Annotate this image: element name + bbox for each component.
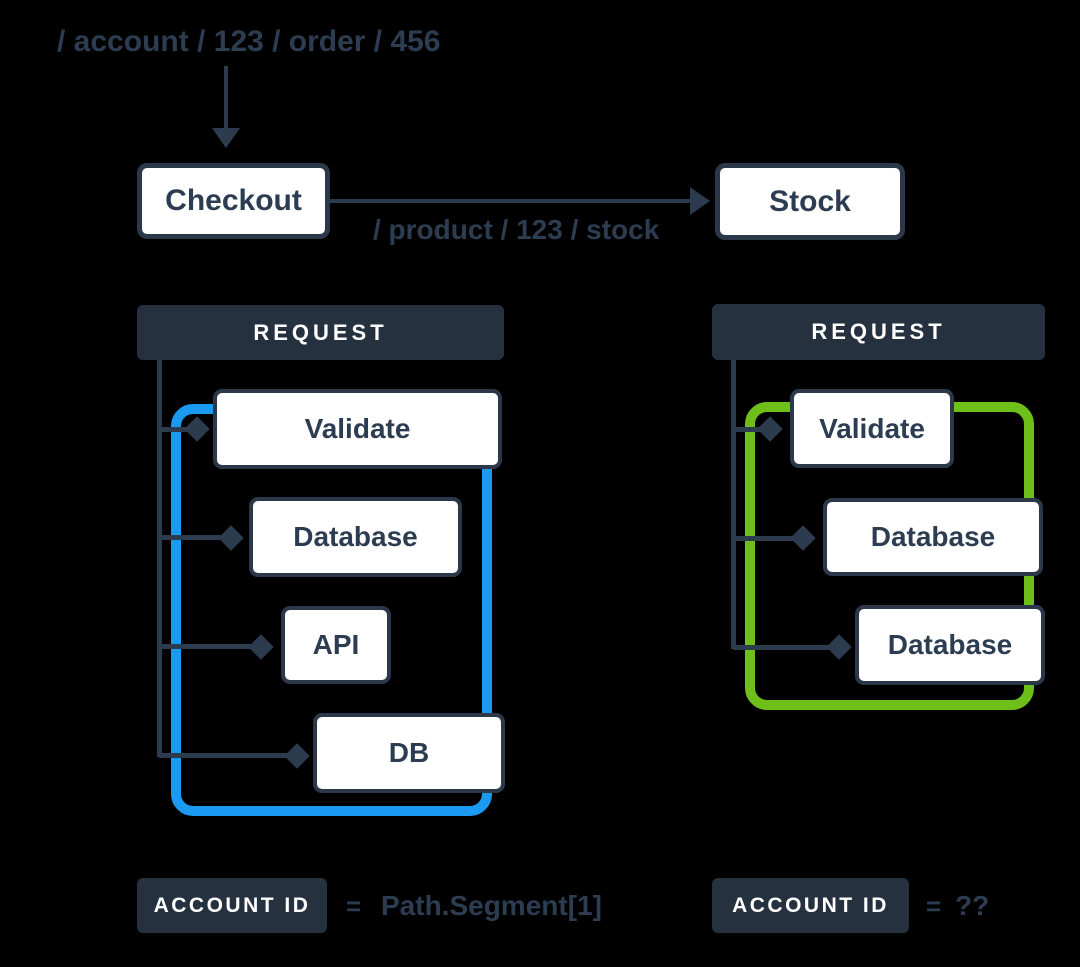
right-account-id-value: ??: [955, 890, 990, 921]
left-account-id-badge: ACCOUNT ID: [137, 878, 327, 933]
stock-service-label: Stock: [769, 184, 851, 218]
right-account-id-badge: ACCOUNT ID: [712, 878, 909, 933]
right-span-validate: Validate: [790, 389, 954, 468]
left-trace-branch-line: [159, 644, 263, 649]
right-trace-branch-line: [733, 427, 772, 432]
checkout-to-stock-arrowhead-icon: [690, 187, 710, 215]
left-span-db: DB: [313, 713, 505, 793]
left-trace-branch-line: [159, 753, 299, 758]
span-label: Validate: [819, 412, 925, 444]
span-label: DB: [388, 737, 430, 768]
right-trace-spine-line: [731, 360, 736, 649]
right-account-id-badge-label: ACCOUNT ID: [732, 893, 889, 917]
left-account-id-value: Path.Segment[1]: [381, 890, 602, 921]
right-equals-sign: =: [926, 891, 942, 921]
left-trace-branch-line: [159, 427, 201, 432]
left-span-api: API: [281, 606, 391, 684]
right-request-header-bar: REQUEST: [712, 304, 1045, 360]
left-trace-spine-line: [157, 360, 162, 757]
span-label: Database: [870, 521, 996, 552]
checkout-service-box: Checkout: [137, 163, 330, 239]
span-label: Database: [887, 629, 1013, 660]
left-equals-sign: =: [346, 891, 362, 921]
span-label: Database: [293, 521, 418, 552]
incoming-request-path-label: / account / 123 / order / 456: [57, 25, 441, 58]
incoming-arrow-line: [224, 66, 228, 129]
checkout-service-label: Checkout: [165, 184, 302, 217]
incoming-arrowhead-icon: [212, 128, 240, 148]
span-label: Validate: [304, 413, 411, 444]
span-label: API: [312, 629, 360, 660]
left-trace-branch-line: [159, 535, 233, 540]
left-request-header-label: REQUEST: [253, 319, 388, 345]
left-span-database: Database: [249, 497, 462, 577]
checkout-to-stock-arrow-line: [330, 199, 691, 203]
right-trace-branch-line: [733, 536, 805, 541]
right-request-header-label: REQUEST: [811, 319, 946, 344]
left-request-header-bar: REQUEST: [137, 305, 504, 360]
stock-service-box: Stock: [715, 163, 905, 240]
right-span-database: Database: [855, 605, 1045, 685]
right-span-database: Database: [823, 498, 1043, 576]
right-trace-branch-line: [733, 645, 841, 650]
outgoing-request-path-label: / product / 123 / stock: [373, 214, 660, 245]
left-span-validate: Validate: [213, 389, 502, 469]
left-account-id-badge-label: ACCOUNT ID: [153, 893, 311, 917]
